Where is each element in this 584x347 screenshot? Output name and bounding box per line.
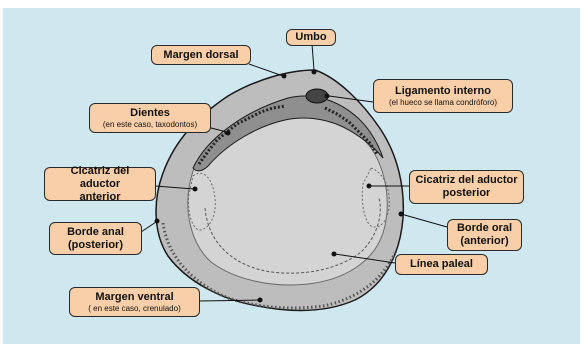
leader-umbo [312, 44, 314, 70]
label-margen-ventral: Margen ventral ( en este caso, crenulado… [69, 287, 200, 317]
label-cicatriz-posterior-line1: Cicatriz del aductor [415, 174, 517, 187]
label-margen-ventral-title: Margen ventral [95, 291, 173, 304]
leader-borde-anal [141, 222, 156, 232]
label-cicatriz-anterior-line1: Cicatriz del aductor [50, 165, 150, 191]
dot-dientes [226, 131, 231, 136]
leader-margen-dorsal [249, 64, 283, 76]
label-dientes: Dientes (en este caso, taxodontos) [89, 103, 211, 133]
dot-borde-anal [155, 219, 160, 224]
leader-borde-oral [401, 214, 447, 227]
diagram-canvas: Umbo Margen dorsal Ligamento interno (el… [3, 8, 580, 344]
label-borde-anal-line1: Borde anal [67, 226, 124, 239]
label-borde-anal: Borde anal (posterior) [49, 222, 142, 255]
label-margen-dorsal: Margen dorsal [151, 45, 251, 65]
label-borde-oral-line1: Borde oral [457, 222, 512, 235]
label-umbo-title: Umbo [295, 31, 326, 44]
dot-cicatriz-posterior [367, 184, 372, 189]
label-borde-oral: Borde oral (anterior) [447, 219, 522, 251]
label-cicatriz-posterior: Cicatriz del aductor posterior [409, 170, 524, 204]
label-cicatriz-anterior: Cicatriz del aductor anterior [44, 167, 156, 201]
label-ligamento-title: Ligamento interno [395, 85, 491, 98]
dot-ligamento [325, 94, 330, 99]
label-borde-anal-line2: (posterior) [68, 239, 123, 252]
dot-margen-ventral [258, 298, 263, 303]
label-cicatriz-anterior-line2: anterior [80, 191, 121, 204]
label-dientes-sub: (en este caso, taxodontos) [103, 120, 197, 130]
label-ligamento-interno: Ligamento interno (el hueco se llama con… [373, 79, 513, 113]
label-borde-oral-line2: (anterior) [460, 235, 508, 248]
dot-margen-dorsal [282, 74, 287, 79]
dot-cicatriz-anterior [193, 187, 198, 192]
dot-borde-oral [399, 212, 404, 217]
label-umbo: Umbo [286, 29, 336, 46]
label-margen-ventral-sub: ( en este caso, crenulado) [88, 304, 181, 314]
label-dientes-title: Dientes [130, 107, 170, 120]
dot-linea-paleal [332, 252, 337, 257]
label-linea-paleal-title: Línea paleal [410, 258, 473, 271]
label-margen-dorsal-title: Margen dorsal [163, 49, 238, 62]
label-cicatriz-posterior-line2: posterior [443, 187, 491, 200]
label-linea-paleal: Línea paleal [395, 254, 488, 275]
dot-umbo [312, 70, 317, 75]
label-ligamento-sub: (el hueco se llama condróforo) [389, 98, 497, 108]
